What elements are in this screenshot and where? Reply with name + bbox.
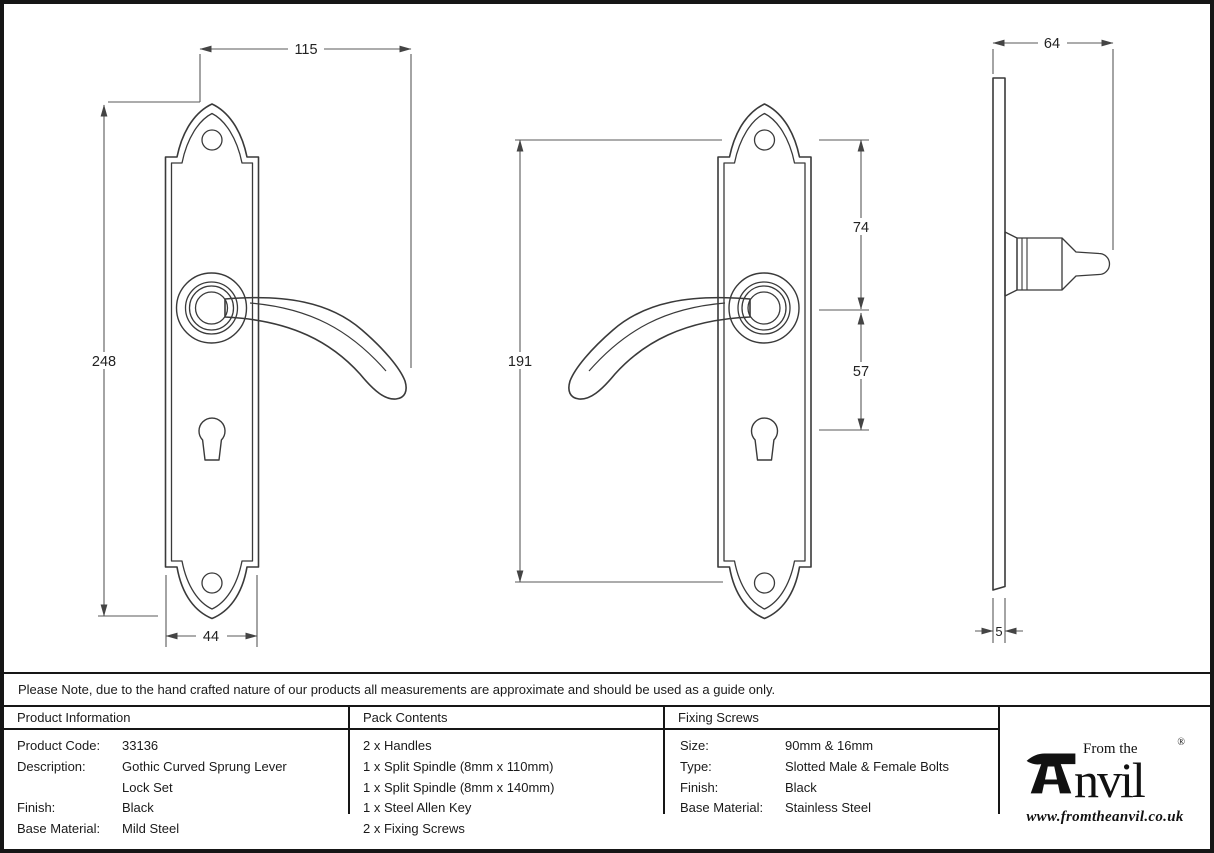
svg-text:44: 44 — [203, 629, 219, 645]
table-row: Finish: Black — [665, 778, 998, 799]
row-label: Product Code: — [17, 738, 101, 753]
dim-plate-thickness: 5 — [975, 598, 1023, 643]
front-view-right — [164, 103, 407, 620]
row-label: Type: — [680, 758, 712, 774]
lever-profile — [1061, 237, 1111, 291]
row-value: 33136 — [122, 738, 159, 753]
rose-collar — [1004, 231, 1018, 297]
table-row: Finish: Black — [4, 798, 348, 819]
svg-text:191: 191 — [508, 354, 532, 370]
dim-lever-width: 115 — [108, 40, 412, 368]
lever-handle — [224, 296, 407, 400]
pack-contents-header: Pack Contents — [350, 707, 663, 730]
table-row: Product Code: 33136 — [4, 736, 348, 757]
dim-fixing-centres: 191 — [500, 139, 723, 583]
side-view — [992, 77, 1111, 591]
table-row: Type: Slotted Male & Female Bolts — [665, 757, 998, 778]
backplate-profile — [992, 77, 1006, 591]
lever-handle — [568, 296, 751, 400]
table-row: Lock Set — [4, 778, 348, 799]
logo-tagline: From the — [1083, 741, 1138, 757]
front-view-left — [568, 103, 812, 620]
row-label: Size: — [680, 738, 709, 753]
svg-text:64: 64 — [1044, 36, 1060, 52]
row-label — [17, 778, 122, 799]
svg-text:115: 115 — [294, 42, 317, 58]
drawing-svg: 115 248 44 — [85, 34, 1114, 647]
technical-drawing: 115 248 44 — [4, 4, 1210, 672]
table-row: Size: 90mm & 16mm — [665, 736, 998, 757]
fixing-screws-column: Fixing Screws Size: 90mm & 16mm Type: Sl… — [663, 707, 998, 815]
row-label: Description: — [17, 758, 86, 774]
list-item: 1 x Split Spindle (8mm x 110mm) — [363, 758, 554, 774]
row-value: Lock Set — [122, 779, 173, 795]
logo-cell: From the nvil ® www.fromtheanvil.co.uk — [998, 707, 1210, 825]
row-value: Black — [785, 779, 817, 795]
table-row: Description: Gothic Curved Sprung Lever — [4, 757, 348, 778]
row-label: Base Material: — [17, 821, 101, 837]
row-value: Mild Steel — [122, 821, 180, 837]
pack-contents-column: Pack Contents 2 x Handles 1 x Split Spin… — [348, 707, 663, 836]
list-item: 1 x Split Spindle (8mm x 140mm) — [363, 779, 555, 795]
row-value: 90mm & 16mm — [785, 738, 874, 753]
dim-plate-height: 248 — [85, 104, 158, 617]
fixing-screws-header: Fixing Screws — [665, 707, 998, 730]
note-text: Please Note, due to the hand crafted nat… — [18, 682, 776, 697]
list-item: 2 x Fixing Screws — [363, 821, 465, 837]
table-row: Base Material: Mild Steel — [4, 819, 348, 840]
brand-logo: From the nvil ® www.fromtheanvil.co.uk — [1025, 707, 1185, 826]
row-label: Finish: — [17, 800, 56, 816]
dim-projection: 64 — [992, 34, 1114, 250]
row-label: Finish: — [680, 779, 719, 795]
list-item: 1 x Steel Allen Key — [363, 800, 472, 816]
product-information-header: Product Information — [4, 707, 348, 730]
svg-text:5: 5 — [995, 624, 1002, 639]
logo-wordmark: nvil — [1074, 752, 1146, 808]
product-information-column: Product Information Product Code: 33136 … — [4, 707, 348, 836]
row-value: Slotted Male & Female Bolts — [785, 758, 950, 774]
svg-text:74: 74 — [853, 220, 869, 236]
svg-text:57: 57 — [853, 364, 869, 380]
info-table: Product Information Product Code: 33136 … — [4, 707, 1210, 836]
row-value: Black — [122, 800, 154, 816]
logo-url: www.fromtheanvil.co.uk — [1026, 809, 1184, 825]
list-item: 2 x Handles — [363, 738, 432, 753]
table-row: Base Material: Stainless Steel — [665, 798, 998, 819]
note-bar: Please Note, due to the hand crafted nat… — [4, 672, 1210, 707]
anvil-icon — [1026, 753, 1076, 794]
svg-text:248: 248 — [92, 354, 116, 370]
row-value: Gothic Curved Sprung Lever — [122, 758, 287, 774]
dim-fixing-to-spindle: 74 — [819, 139, 876, 311]
dim-plate-width: 44 — [165, 575, 258, 647]
row-value: Stainless Steel — [785, 800, 871, 816]
registered-trademark: ® — [1177, 737, 1185, 748]
dim-spindle-to-keyhole: 57 — [819, 312, 876, 431]
row-label: Base Material: — [680, 800, 764, 816]
rose-barrel — [1016, 237, 1063, 291]
